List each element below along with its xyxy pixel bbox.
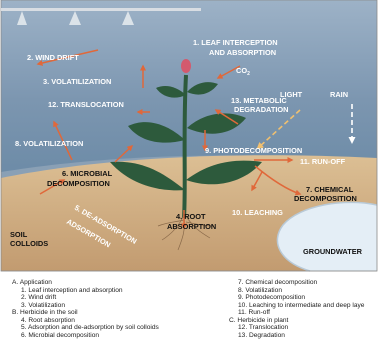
- label-groundwater: GROUNDWATER: [303, 247, 363, 256]
- label-metabolic: 13. METABOLIC: [231, 96, 287, 105]
- groundwater: [277, 202, 377, 271]
- light-arrow: [256, 109, 301, 150]
- roots: [157, 214, 215, 251]
- legend-left: A. Application 1. Leaf interception and …: [12, 279, 159, 339]
- legend-item: 1. Leaf interception and absorption: [21, 286, 123, 294]
- label-leaf-interception-2: AND ABSORPTION: [209, 48, 276, 57]
- legend-item: 9. Photodecomposition: [238, 294, 306, 302]
- label-soil: SOIL: [10, 230, 28, 239]
- legend-item: A. Application: [12, 279, 52, 286]
- process-arrows: [36, 49, 302, 230]
- label-soil-2: COLLOIDS: [10, 239, 48, 248]
- legend-item: 13. Degradation: [238, 331, 285, 339]
- label-microbial-2: DECOMPOSITION: [47, 179, 110, 188]
- legend-item: 5. Adsorption and de-adsorption by soil …: [21, 324, 159, 332]
- label-wind-drift: 2. WIND DRIFT: [27, 53, 79, 62]
- label-leaching: 10. LEACHING: [232, 208, 283, 217]
- label-co2: CO2: [236, 66, 250, 77]
- legend-item: 6. Microbial decomposition: [21, 331, 100, 339]
- legend-item: 12. Translocation: [238, 324, 289, 332]
- label-metabolic-2: DEGRADATION: [234, 105, 288, 114]
- plant: [110, 59, 262, 219]
- label-volatilization-top: 3. VOLATILIZATION: [43, 77, 111, 86]
- diagram-border: [0, 0, 378, 272]
- label-rain: RAIN: [330, 90, 348, 99]
- legend-item: 2. Wind drift: [21, 294, 57, 302]
- label-volatilization-mid: 8. VOLATILIZATION: [15, 139, 83, 148]
- legend-item: 8. Volatilization: [238, 286, 282, 294]
- groundwater-edge: [276, 201, 378, 272]
- legend-item: 7. Chemical decomposition: [238, 279, 318, 286]
- sprayer-boom: [1, 8, 201, 25]
- label-translocation: 12. TRANSLOCATION: [48, 100, 124, 109]
- legend-item: B. Herbicide in the soil: [12, 309, 78, 317]
- label-root-2: ABSORPTION: [167, 222, 216, 231]
- label-chemical-2: DECOMPOSITION: [294, 194, 357, 203]
- label-microbial: 6. MICROBIAL: [62, 169, 113, 178]
- plant-bud: [181, 59, 191, 73]
- legend-item: 3. Volatilization: [21, 301, 65, 309]
- label-chemical: 7. CHEMICAL: [306, 185, 354, 194]
- label-light: LIGHT: [280, 90, 303, 99]
- legend-item: 10. Leaching to intermediate and deep la…: [238, 301, 365, 309]
- legend-item: 11. Run-off: [238, 309, 271, 317]
- legend-right: 7. Chemical decomposition 8. Volatilizat…: [229, 279, 364, 339]
- label-leaf-interception: 1. LEAF INTERCEPTION: [193, 38, 278, 47]
- legend-item: 4. Root absorption: [21, 316, 75, 324]
- label-root: 4. ROOT: [176, 212, 206, 221]
- legend-item: C. Herbicide in plant: [229, 316, 289, 324]
- label-photodecomposition: 9. PHOTODECOMPOSITION: [205, 146, 302, 155]
- label-run-off: 11. RUN-OFF: [300, 157, 346, 166]
